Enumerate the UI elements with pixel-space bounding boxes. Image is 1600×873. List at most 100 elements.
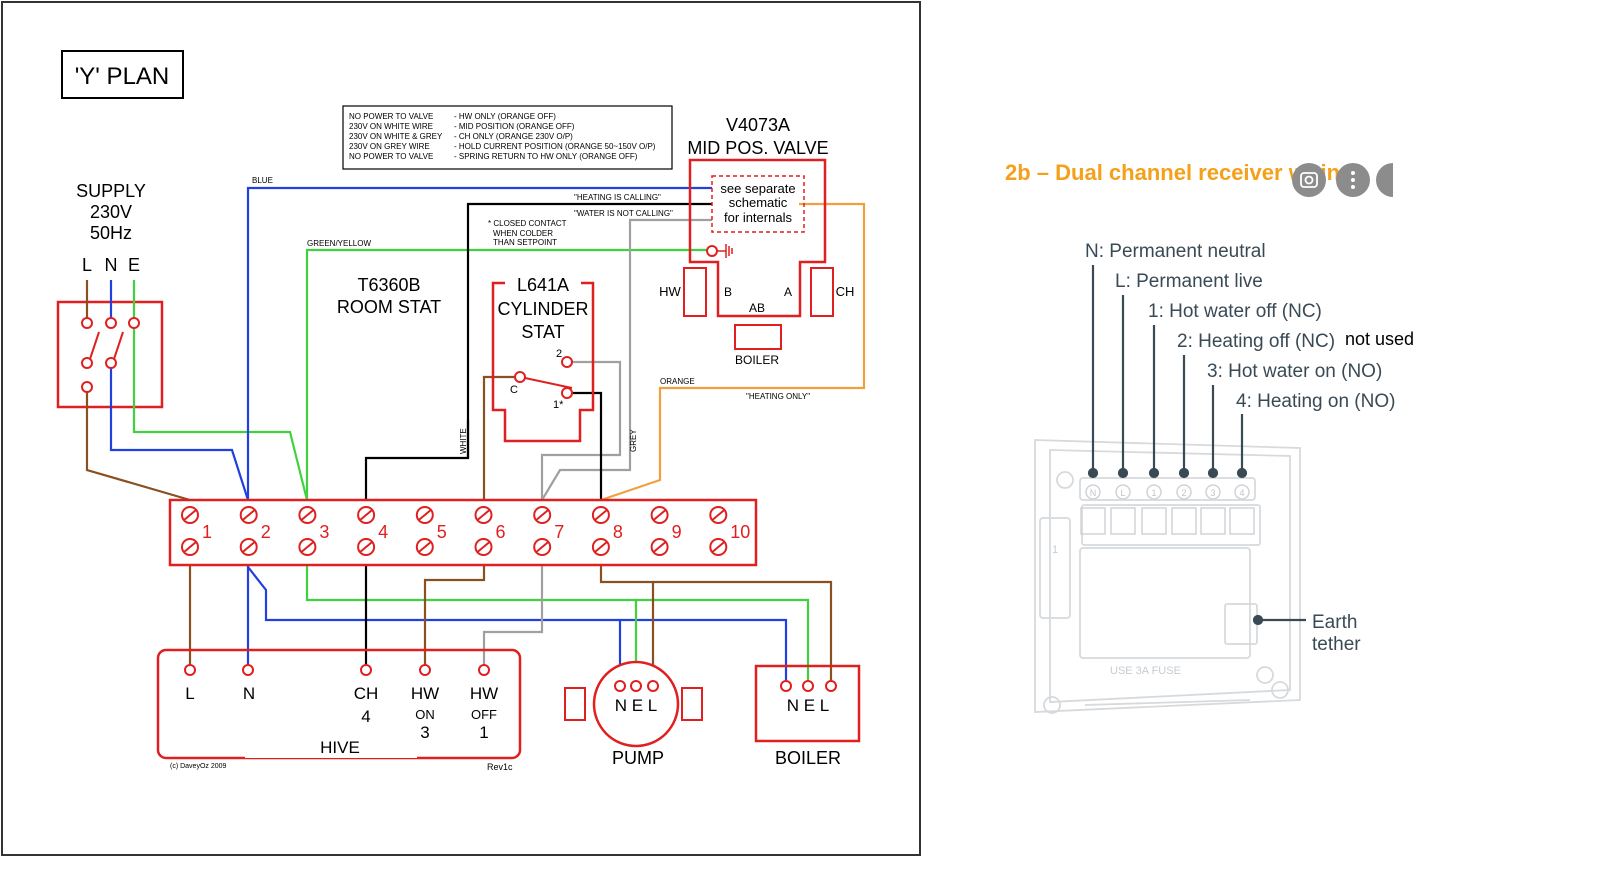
valve-model: V4073A [726,115,790,135]
terminal-number: 3 [319,522,329,542]
terminal-screw-slot [300,541,315,553]
label-earth: Earth [1312,612,1357,633]
terminal-number: 10 [730,522,750,542]
title-box [61,50,184,99]
terminal-screw-slot [652,541,667,553]
terminal-number: 6 [496,522,506,542]
cylstat-model: L641A [517,275,569,295]
terminal-screw-slot [476,509,491,521]
label-water-not-calling: "WATER IS NOT CALLING" [574,209,673,218]
supply-l: L [82,255,92,275]
boiler-terminals: N E L [787,696,830,715]
label-neutral: N: Permanent neutral [1085,241,1266,262]
supply-voltage: 230V [90,202,132,222]
pump: N E L PUMP [564,660,703,768]
label-greenyellow: GREEN/YELLOW [307,239,371,248]
hive-hw-off: HW [470,684,498,703]
lens-button[interactable] [1292,163,1326,197]
valve-hw: HW [659,284,681,299]
room-stat: T6360B ROOM STAT [337,275,441,317]
receiver-terminal-screw [1141,507,1167,535]
cylinder-stat: L641A CYLINDER STAT 2 C 1* [491,275,595,443]
receiver-terminal-ring [1205,484,1221,500]
receiver-terminal-ring [1176,484,1192,500]
terminal-screw-slot [594,541,608,553]
partial-button-icon[interactable] [1376,163,1393,197]
yplan-title: 'Y' PLAN [75,63,170,90]
receiver-terminal-ring [1085,484,1101,500]
hive-off-num: 1 [479,723,488,742]
pump-name: PUMP [612,748,664,768]
hive-on: ON [415,707,435,722]
boiler: N E L BOILER [754,664,861,768]
note-result: - HW ONLY (ORANGE OFF) [454,112,556,121]
receiver-terminal-screw [1110,507,1136,535]
label-heating-only: "HEATING ONLY" [746,392,810,401]
label-closed-contact: * CLOSED CONTACT [488,219,567,228]
receiver-terminal-mark: N [1090,488,1097,498]
supply-e: E [128,255,140,275]
terminal-screw-slot [242,509,256,521]
receiver-terminal-mark: 1 [1151,488,1156,498]
terminal-screw-slot [418,509,432,521]
receiver-terminal-ring [1234,484,1250,500]
receiver-side-mark: 1 [1052,544,1058,556]
revision: Rev1c [487,762,513,772]
more-options-button[interactable] [1336,163,1370,197]
label-white: WHITE [459,428,468,454]
terminal-number: 7 [554,522,564,542]
hive-ch: CH [354,684,379,703]
label-grey: GREY [629,429,638,452]
hive-off: OFF [471,707,497,722]
cylstat-line3: STAT [521,322,564,342]
note-result: - HOLD CURRENT POSITION (ORANGE 50~150V … [454,142,656,151]
note-result: - CH ONLY (ORANGE 230V O/P) [454,132,573,141]
supply-frequency: 50Hz [90,223,132,243]
label-closed-contact: WHEN COLDER [493,229,553,238]
hive-name: HIVE [320,738,360,757]
terminal-screw-slot [183,509,197,521]
valve-internals: schematic [729,195,788,210]
receiver-terminal-screw [1171,507,1197,535]
receiver-terminal-mark: 2 [1181,488,1186,498]
terminal-number: 9 [672,522,682,542]
receiver-labels: N: Permanent neutral L: Permanent live 1… [1085,241,1414,655]
note-condition: 230V ON WHITE & GREY [349,132,443,141]
cylstat-line2: CYLINDER [497,299,588,319]
receiver-terminal-screw [1080,507,1106,535]
label-not-used: not used [1345,329,1414,349]
roomstat-model: T6360B [357,275,420,295]
label-heating-off: 2: Heating off (NC) [1177,331,1335,352]
hive-receiver: L N CH 4 HW ON 3 HW OFF 1 HIVE (c) Davey… [156,648,522,772]
receiver-terminal-screw [1200,507,1226,535]
receiver-leaders [1087,265,1306,626]
receiver-terminal-ring [1115,484,1131,500]
valve-ch: CH [836,284,855,299]
terminal-screw-slot [242,541,256,553]
label-blue: BLUE [252,176,273,185]
terminal-number: 4 [378,522,388,542]
terminal-number: 5 [437,522,447,542]
label-heating-on: 4: Heating on (NO) [1236,391,1395,412]
note-condition: 230V ON GREY WIRE [349,142,430,151]
note-condition: NO POWER TO VALVE [349,152,433,161]
valve-b: B [724,285,732,299]
isolator-contacts [81,317,140,393]
terminal-number: 2 [261,522,271,542]
note-result: - SPRING RETURN TO HW ONLY (ORANGE OFF) [454,152,638,161]
receiver-terminal-screw [1229,507,1255,535]
hive-n: N [243,684,255,703]
note-result: - MID POSITION (ORANGE OFF) [454,122,575,131]
valve-internals: for internals [724,210,792,225]
valve-ab: AB [749,301,765,315]
terminal-screw-slot [594,509,608,521]
hive-on-num: 3 [420,723,429,742]
pump-terminals: N E L [615,696,658,715]
terminal-number: 1 [202,522,212,542]
terminal-screw-slot [711,541,725,553]
label-live: L: Permanent live [1115,271,1263,292]
roomstat-name: ROOM STAT [337,297,441,317]
terminal-screw-slot [183,541,197,553]
note-condition: NO POWER TO VALVE [349,112,433,121]
